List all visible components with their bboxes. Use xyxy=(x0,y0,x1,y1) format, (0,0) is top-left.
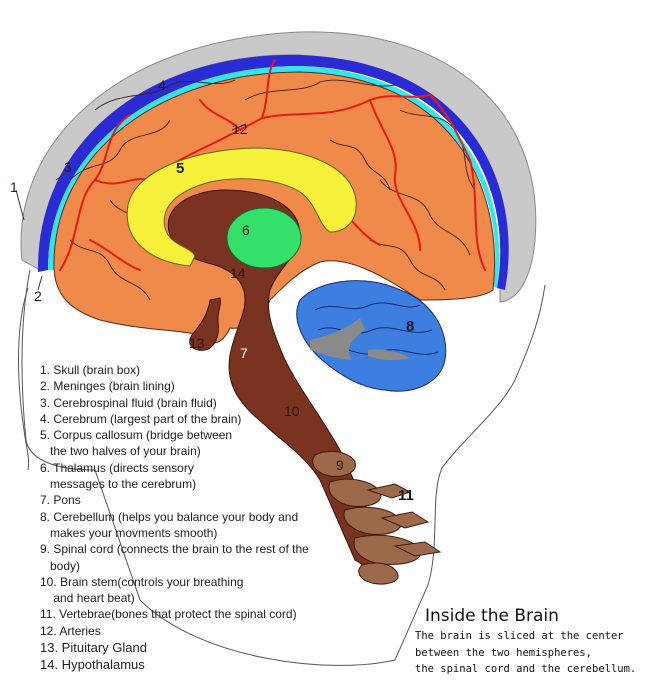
legend-item-14: 14. Hypothalamus xyxy=(40,657,145,673)
legend-item-8: 8. Cerebellum (helps you balance your bo… xyxy=(40,509,299,524)
label-3: 3 xyxy=(64,159,72,175)
corpus-callosum xyxy=(126,147,357,267)
legend-item-6: 6. Thalamus (directs sensory xyxy=(40,460,194,475)
label-2: 2 xyxy=(34,288,42,304)
label-14: 14 xyxy=(230,265,246,281)
thalamus xyxy=(226,207,302,269)
label-9: 9 xyxy=(336,457,344,473)
label-8: 8 xyxy=(406,318,414,335)
label-13: 13 xyxy=(189,335,205,351)
label-4: 4 xyxy=(158,77,166,93)
caption-body: The brain is sliced at the center betwee… xyxy=(415,628,647,678)
legend-item-10: 10. Brain stem(controls your breathing xyxy=(40,574,244,589)
legend-item-2: 2. Meninges (brain lining) xyxy=(40,379,175,394)
legend-item-6-cont: messages to the cerebrum) xyxy=(40,477,197,492)
label-5: 5 xyxy=(176,160,184,177)
label-7: 7 xyxy=(240,345,248,361)
label-10: 10 xyxy=(284,403,300,419)
vertebrae xyxy=(312,451,442,585)
pituitary-gland xyxy=(189,297,221,351)
caption-line-2: between the two hemispheres, xyxy=(415,646,593,659)
arbor-vitae xyxy=(310,318,365,360)
caption-line-3: the spinal cord and the cerebellum. xyxy=(415,663,637,675)
legend-item-8-cont: makes your movments smooth) xyxy=(40,525,218,540)
caption-title: Inside the Brain xyxy=(425,606,559,626)
legend-item-1: 1. Skull (brain box) xyxy=(40,363,141,377)
legend-item-3: 3. Cerebrospinal fluid (brain fluid) xyxy=(40,395,217,410)
label-11: 11 xyxy=(398,487,414,504)
cerebellum xyxy=(296,280,447,392)
legend-item-5: 5. Corpus callosum (bridge between xyxy=(40,428,233,443)
legend-item-10-cont: and heart beat) xyxy=(40,591,135,606)
pointer-lines xyxy=(15,123,247,291)
legend-item-11: 11. Vertebrae(bones that protect the spi… xyxy=(40,607,297,622)
arbor-vitae-branch xyxy=(368,349,410,361)
face-outline xyxy=(18,287,30,471)
caption-line-1: The brain is sliced at the center xyxy=(415,630,624,642)
label-6: 6 xyxy=(242,222,250,238)
legend-item-9: 9. Spinal cord (connects the brain to th… xyxy=(40,542,309,557)
label-1: 1 xyxy=(10,179,18,195)
label-12: 12 xyxy=(232,121,248,137)
head-outline xyxy=(21,269,546,666)
legend-item-7: 7. Pons xyxy=(40,493,81,508)
legend-item-12: 12. Arteries xyxy=(40,623,101,638)
legend-item-4: 4. Cerebrum (largest part of the brain) xyxy=(40,411,242,426)
legend-item-9-cont: body) xyxy=(40,558,81,573)
legend-item-13: 13. Pituitary Gland xyxy=(40,640,147,656)
legend: 1. Skull (brain box) 2. Meninges (brain … xyxy=(40,362,360,673)
legend-item-5-cont: the two halves of your brain) xyxy=(40,444,201,459)
